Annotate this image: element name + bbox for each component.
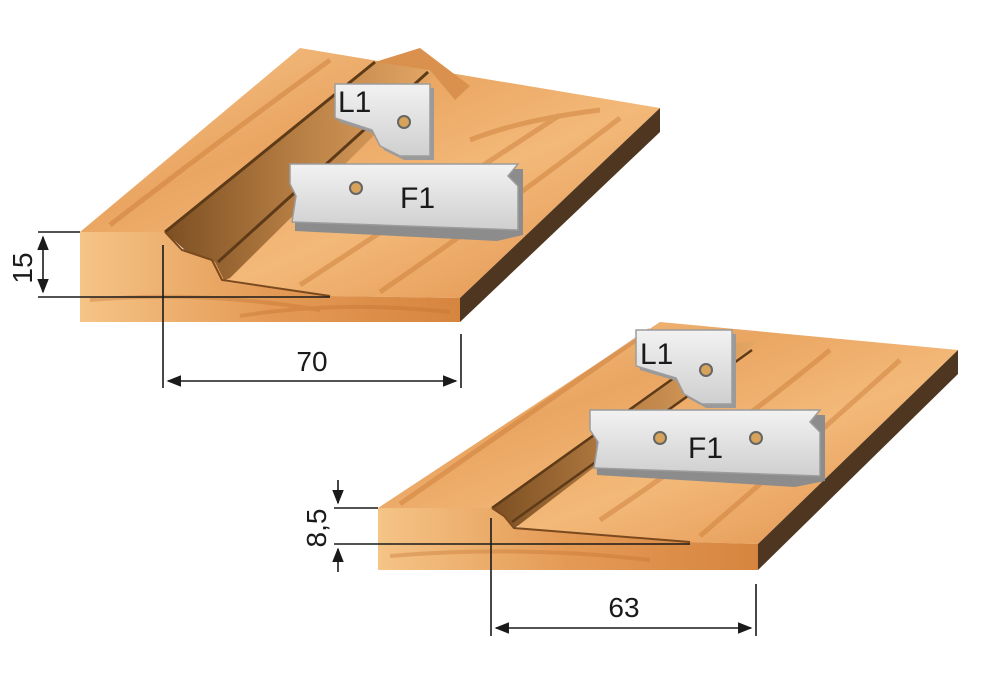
board-1: L1 F1 15 70 <box>7 48 660 388</box>
board-2-profile-line <box>491 507 691 543</box>
board-2-knife-f1-label: F1 <box>688 432 723 465</box>
board-2-dimension-height <box>332 480 690 572</box>
board-1-bead <box>375 48 470 100</box>
bolt-hole-icon <box>749 431 763 445</box>
bolt-hole-icon <box>699 363 713 377</box>
board-2-front-grain <box>389 549 651 562</box>
board-1-knife-l1: L1 <box>334 83 434 160</box>
board-1-dimension-height <box>37 231 330 298</box>
board-1-knife-f1-label: F1 <box>400 182 435 215</box>
board-2-side-face <box>758 350 958 570</box>
board-2-dimension-width <box>490 518 757 636</box>
bolt-hole-icon <box>653 431 667 445</box>
board-1-dimension-width <box>162 245 462 388</box>
board-2-knife-f1: F1 <box>589 409 825 487</box>
board-2-width-label: 63 <box>608 592 639 623</box>
board-2: L1 F1 8,5 63 <box>301 322 958 636</box>
board-2-height-label: 8,5 <box>301 509 332 548</box>
board-2-front-face <box>378 508 758 570</box>
board-1-height-label: 15 <box>7 252 38 283</box>
board-2-knife-l1-label: L1 <box>640 338 673 371</box>
board-1-front-face <box>80 232 460 322</box>
bolt-hole-icon <box>397 115 411 129</box>
board-1-width-label: 70 <box>296 346 327 377</box>
bolt-hole-icon <box>349 181 363 195</box>
board-2-knife-l1: L1 <box>635 329 736 408</box>
board-1-knife-l1-label: L1 <box>338 86 371 119</box>
board-1-profile-line <box>164 231 331 297</box>
board-1-side-face <box>460 108 660 322</box>
board-1-knife-f1: F1 <box>289 163 523 241</box>
